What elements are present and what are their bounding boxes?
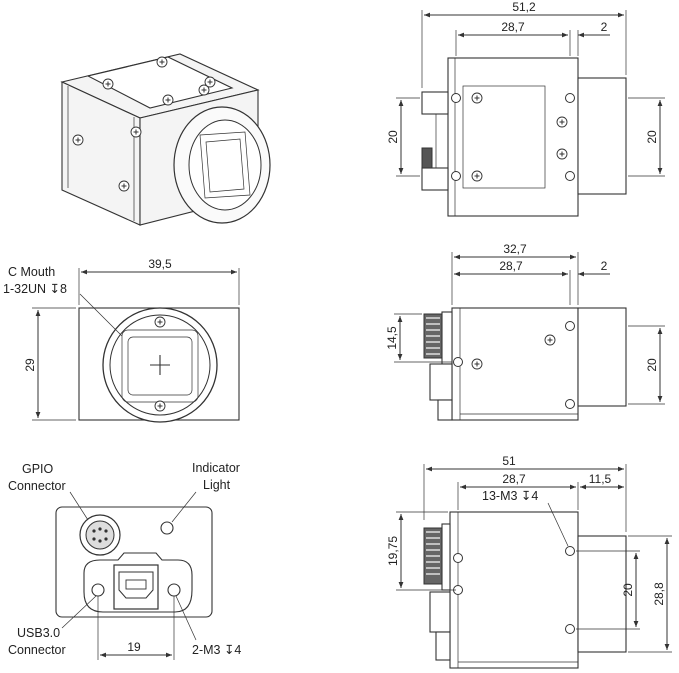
gpio-label: GPIO [22, 462, 54, 476]
mr-overall-dim: 32,7 [503, 242, 527, 256]
top-side-view: 51,2 28,7 2 20 20 [386, 0, 665, 217]
gpio-connector-icon [79, 514, 121, 556]
screw-icon [154, 316, 166, 328]
m3-bottom-label: 2-M3 ↧4 [192, 643, 241, 657]
usb-label: USB3.0 [17, 626, 60, 640]
indicator-label: Indicator [192, 461, 240, 475]
isometric-view [60, 53, 271, 226]
back-view: 19 GPIO Connector Indicator Light USB3.0… [8, 461, 241, 660]
front-view: 39,5 29 C Mouth 1-32UN ↧8 [3, 257, 240, 423]
br-right-height-dim: 20 [621, 583, 635, 597]
c-mouth-thread-label: 1-32UN ↧8 [3, 282, 67, 296]
br-overall-dim: 51 [502, 454, 516, 468]
screw-icon [154, 400, 166, 412]
mr-left-height-dim: 14,5 [385, 326, 399, 350]
front-width-dim: 39,5 [148, 257, 172, 271]
br-lens-dim: 11,5 [589, 472, 612, 486]
bottom-side-view: 51 28,7 11,5 13-M3 ↧4 19,75 20 28,8 [386, 454, 672, 669]
br-left-height-dim: 19,75 [386, 536, 400, 566]
m3-right-label: 13-M3 ↧4 [482, 489, 538, 503]
mr-right-height-dim: 20 [645, 358, 659, 372]
front-height-dim: 29 [23, 358, 37, 372]
usb-label-2: Connector [8, 643, 66, 657]
tr-step-dim: 2 [601, 20, 608, 34]
mr-body-dim: 28,7 [499, 259, 523, 273]
tr-body-dim: 28,7 [501, 20, 525, 34]
crosshair-icon [150, 355, 170, 375]
br-right-overall-height-dim: 28,8 [652, 582, 666, 606]
mr-step-dim: 2 [601, 259, 608, 273]
tr-overall-dim: 51,2 [512, 0, 536, 14]
br-body-dim: 28,7 [502, 472, 526, 486]
indicator-label-2: Light [203, 478, 231, 492]
back-width-dim: 19 [127, 640, 141, 654]
middle-side-view: 32,7 28,7 2 14,5 20 [385, 242, 665, 421]
c-mouth-label: C Mouth [8, 265, 55, 279]
tr-right-height-dim: 20 [645, 130, 659, 144]
indicator-light-icon [160, 521, 174, 535]
tr-left-height-dim: 20 [386, 130, 400, 144]
gpio-label-2: Connector [8, 479, 66, 493]
usb-port-icon [113, 564, 159, 610]
